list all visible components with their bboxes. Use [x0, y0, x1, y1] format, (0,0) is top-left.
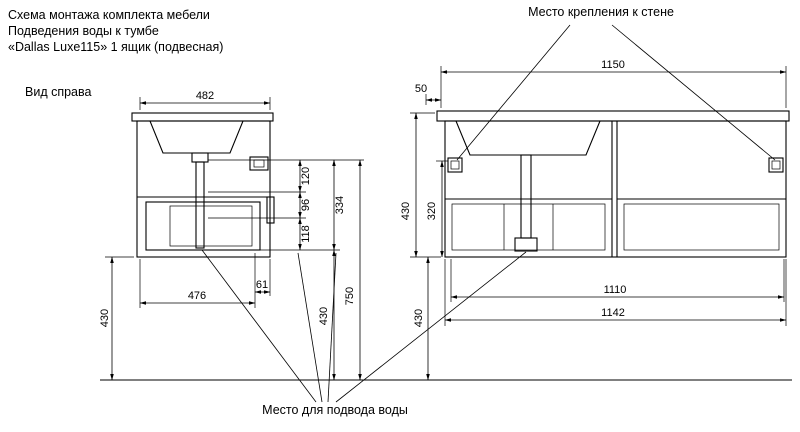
title-line-1: Схема монтажа комплекта мебели	[8, 8, 210, 22]
dim-front-height: 430	[400, 202, 412, 220]
dim-chain-1: 120	[300, 167, 312, 185]
dim-chain-3: 118	[300, 225, 312, 243]
title-line-2: Подведения воды к тумбе	[8, 24, 159, 38]
wall-bracket-right	[768, 157, 784, 173]
title-line-3: «Dallas Luxe115» 1 ящик (подвесная)	[8, 40, 223, 54]
side-view-drawing	[131, 112, 275, 258]
wall-bracket-left	[447, 157, 463, 173]
dim-chain-2: 96	[300, 199, 312, 211]
wall-mount-label: Место крепления к стене	[528, 5, 674, 19]
wall-mount-callout: Место крепления к стене	[456, 5, 776, 161]
title-block: Схема монтажа комплекта мебели Подведени…	[8, 8, 223, 99]
side-view-label: Вид справа	[25, 85, 92, 99]
dim-side-inlet-height: 430	[318, 307, 330, 325]
dim-chain-total: 334	[334, 196, 346, 214]
dim-side-hang-height: 430	[99, 309, 111, 327]
dim-front-top-width: 1150	[601, 59, 625, 71]
dim-side-bottom-width: 476	[188, 290, 206, 302]
dim-side-top-width: 482	[196, 90, 214, 102]
water-supply-label: Место для подвода воды	[262, 403, 408, 417]
dim-front-wall-offset: 50	[415, 83, 427, 95]
dim-front-body-width: 1142	[601, 307, 625, 319]
dim-front-inner-width: 1110	[604, 284, 627, 296]
dim-side-front-offset: 61	[256, 279, 268, 291]
water-supply-callout: Место для подвода воды	[201, 249, 527, 417]
dim-front-hang-height: 430	[413, 309, 425, 327]
front-view-dimensions: 1150 50 430 320 1110 1142 430	[400, 59, 787, 381]
dim-side-total-height: 750	[344, 287, 356, 305]
front-view-drawing	[436, 110, 790, 258]
dim-front-inner-height: 320	[426, 202, 438, 220]
side-view-dimensions: 482 476 61 430 120 96 118 334 430 750	[99, 90, 364, 381]
